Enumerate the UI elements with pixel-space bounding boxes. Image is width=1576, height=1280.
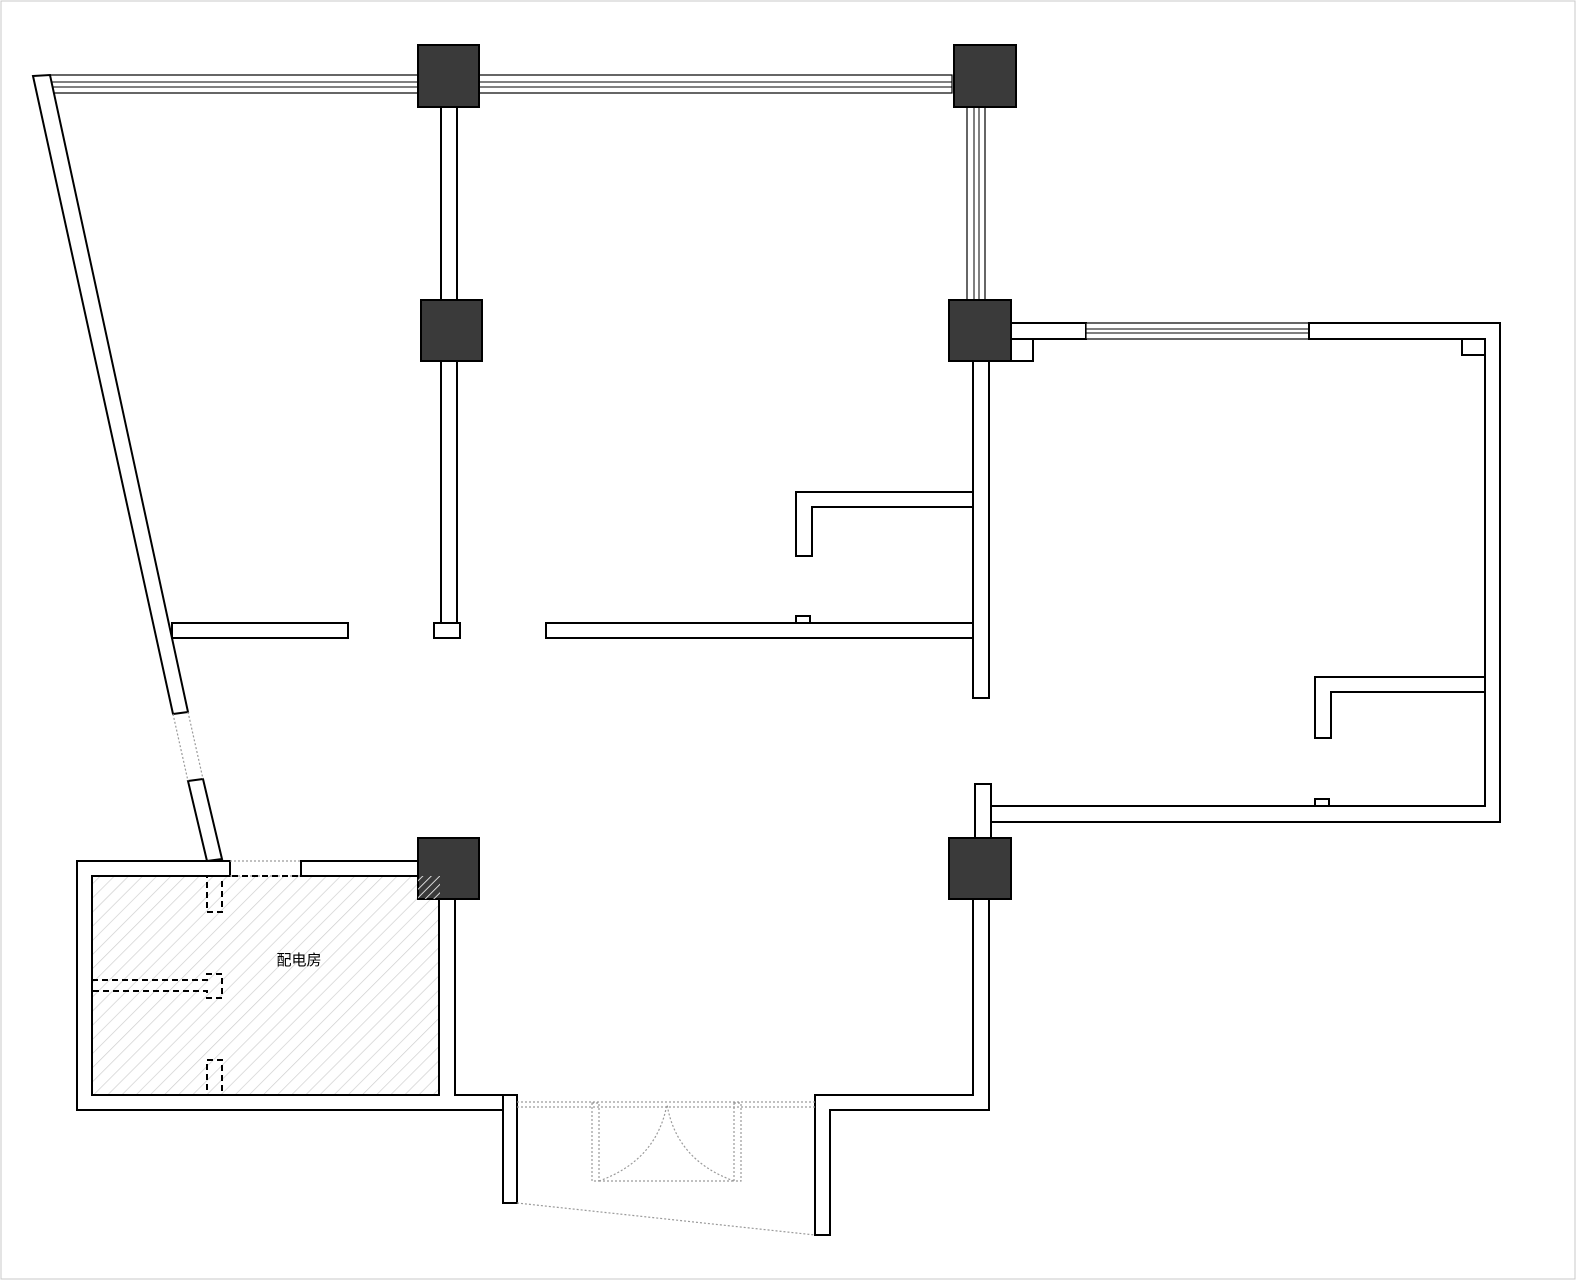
structural-columns: [417, 44, 1017, 900]
top-glass-wall: [47, 74, 953, 94]
left-partition: [433, 104, 461, 639]
column-2: [953, 44, 1017, 108]
distribution-room-label: 配电房: [276, 952, 321, 969]
central-vertical-wall: [795, 359, 990, 699]
column-5-hatch: [418, 876, 440, 899]
right-wing: [974, 322, 1501, 841]
column-4: [948, 299, 1012, 362]
slanted-left-wall: [31, 73, 224, 863]
column-1: [417, 44, 480, 108]
horizontal-partitions: [171, 615, 974, 639]
column-6: [948, 837, 1012, 900]
lobby-right-wall: [814, 895, 990, 1236]
middle-glass-partition: [966, 104, 986, 301]
column-3: [420, 299, 483, 362]
distribution-room: 配电房: [76, 860, 518, 1111]
entrance: [502, 1094, 816, 1236]
